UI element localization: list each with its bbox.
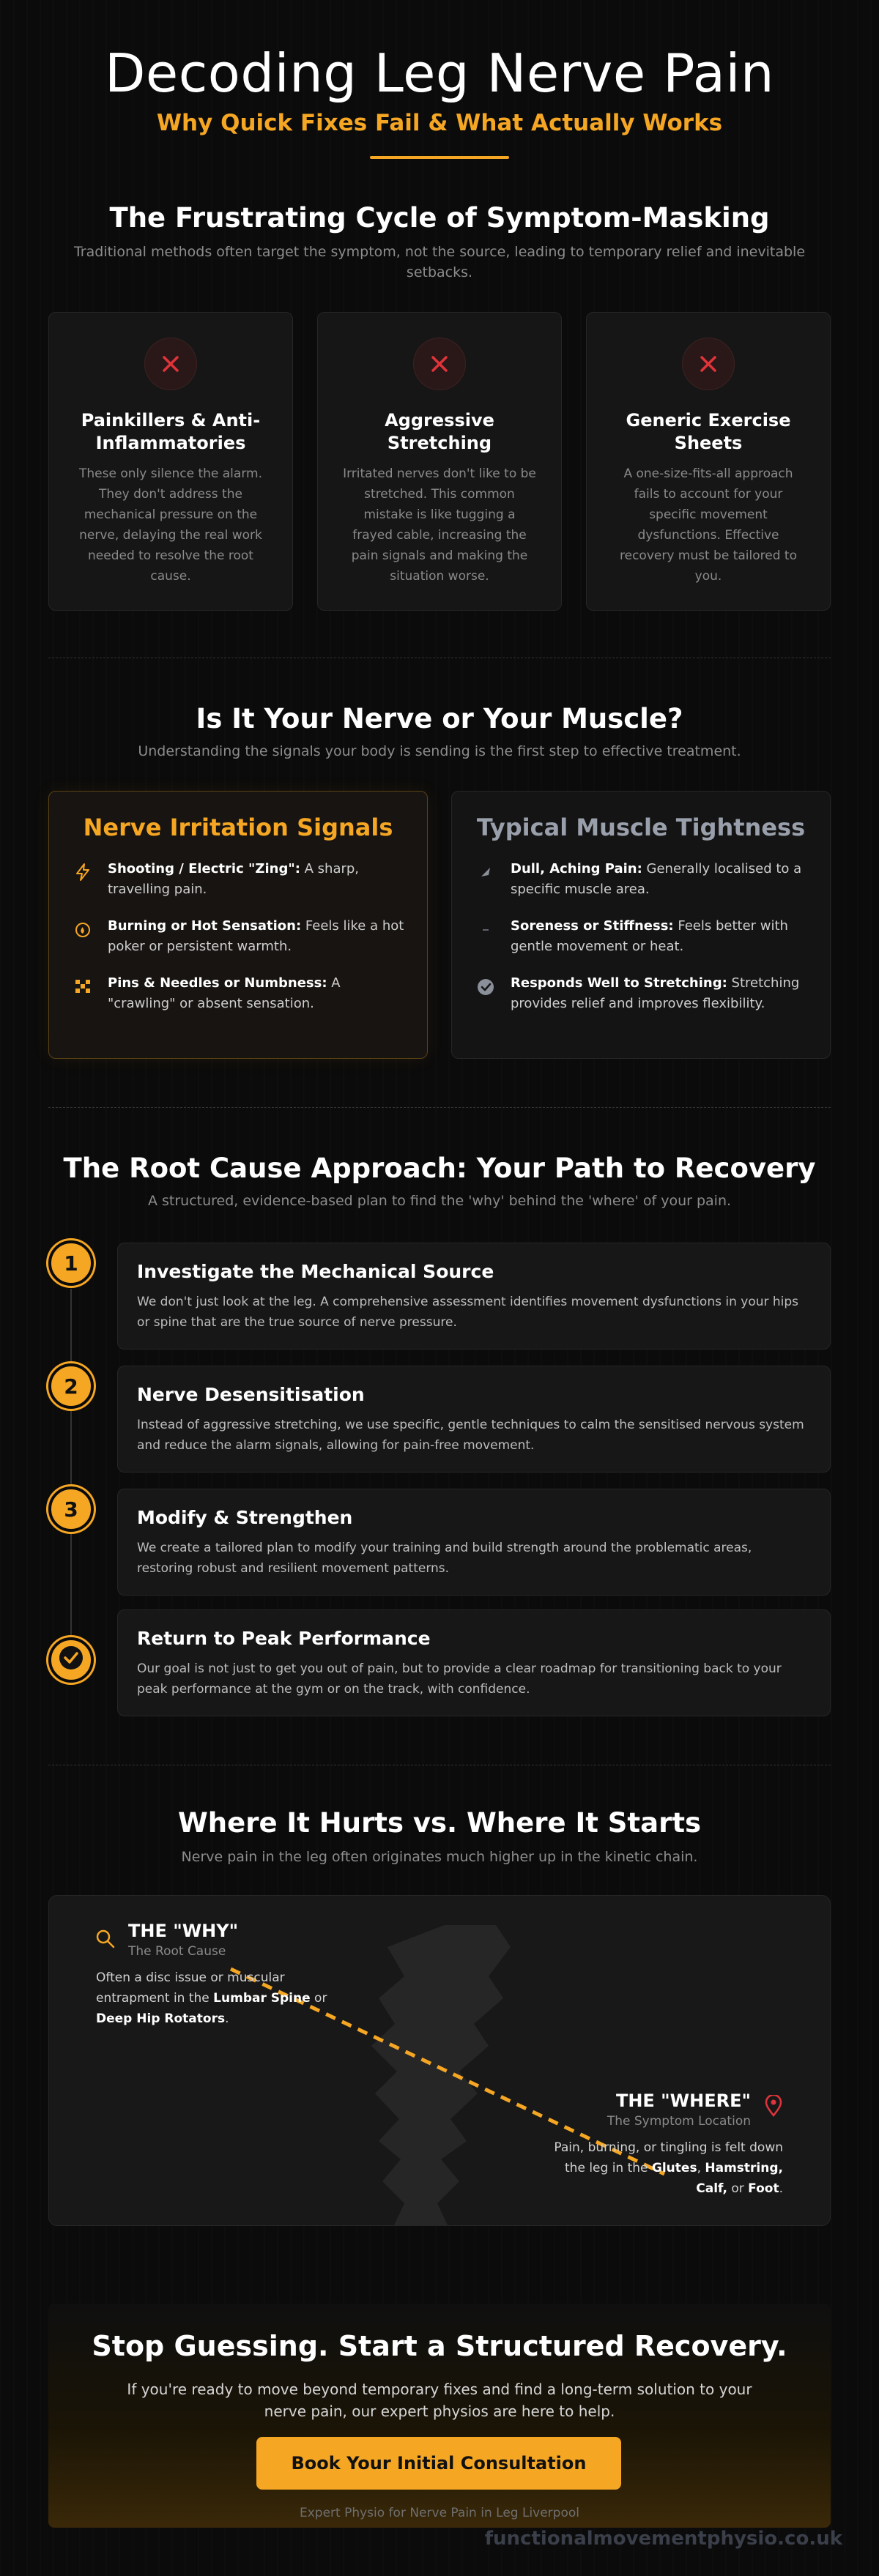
cta-text: If you're ready to move beyond temporary…	[127, 2380, 752, 2420]
cycle-section-subtitle: Traditional methods often target the sym…	[73, 244, 806, 280]
step-text: We don't just look at the leg. A compreh…	[137, 1295, 799, 1330]
signal-text: A "crawling" or absent sensation.	[108, 975, 341, 1011]
site-domain[interactable]: functionalmovementphysio.co.uk	[484, 2528, 842, 2550]
step-badge: 1	[48, 1240, 94, 1286]
approach-section-subtitle: A structured, evidence-based plan to fin…	[147, 1193, 732, 1209]
check-circle-icon	[475, 976, 496, 997]
cycle-card-text: A one-size-fits-all approach fails to ac…	[620, 466, 797, 584]
cycle-section-title: The Frustrating Cycle of Symptom-Masking	[109, 202, 770, 234]
section-divider	[48, 1107, 831, 1108]
cta-panel: Stop Guessing. Start a Structured Recove…	[48, 2304, 831, 2528]
muscle-tightness-panel: Typical Muscle Tightness Dull, Aching Pa…	[451, 791, 831, 1059]
where-heading: THE "WHERE"	[615, 2091, 751, 2111]
cycle-card-title: Aggressive Stretching	[385, 410, 494, 453]
dash-icon	[475, 919, 496, 939]
page-subtitle: Why Quick Fixes Fail & What Actually Wor…	[156, 110, 723, 136]
cycle-card-title: Generic Exercise Sheets	[626, 410, 791, 453]
step-badge-complete	[48, 1637, 94, 1683]
origin-section-title: Where It Hurts vs. Where It Starts	[177, 1807, 702, 1839]
signal-text: A sharp, travelling pain.	[108, 861, 360, 897]
signal-label: Pins & Needles or Numbness:	[108, 975, 327, 991]
step-title: Investigate the Mechanical Source	[137, 1261, 494, 1282]
title-divider	[370, 156, 509, 159]
where-text: Pain, burning, or tingling is felt down …	[554, 2140, 783, 2196]
lightning-icon	[73, 862, 93, 882]
step-card: Return to Peak Performance Our goal is n…	[117, 1609, 831, 1716]
cta-title: Stop Guessing. Start a Structured Recove…	[92, 2330, 787, 2362]
search-icon	[94, 1928, 116, 1953]
origin-section-subtitle: Nerve pain in the leg often originates m…	[181, 1849, 698, 1865]
approach-section-title: The Root Cause Approach: Your Path to Re…	[63, 1153, 816, 1184]
step-card: Investigate the Mechanical Source We don…	[117, 1243, 831, 1350]
why-text: Often a disc issue or muscular entrapmen…	[96, 1970, 327, 2026]
step-card: Modify & Strengthen We create a tailored…	[117, 1489, 831, 1596]
signal-text: Stretching provides relief and improves …	[511, 975, 800, 1011]
page-title: Decoding Leg Nerve Pain	[104, 42, 775, 104]
connection-line	[229, 1967, 666, 2176]
why-heading: THE "WHY"	[128, 1921, 239, 1941]
cta-footer-text: Expert Physio for Nerve Pain in Leg Live…	[299, 2506, 579, 2520]
step-text: Our goal is not just to get you out of p…	[137, 1661, 782, 1697]
dots-grid-icon	[73, 976, 93, 997]
step-text: Instead of aggressive stretching, we use…	[137, 1418, 804, 1453]
x-icon	[144, 338, 197, 390]
cycle-card-stretching: Aggressive Stretching Irritated nerves d…	[317, 312, 562, 611]
nerve-signals-title: Nerve Irritation Signals	[83, 814, 393, 841]
x-icon	[413, 338, 466, 390]
timeline-line	[70, 1289, 72, 1655]
why-subheading: The Root Cause	[128, 1944, 226, 1959]
step-badge: 3	[48, 1486, 94, 1532]
feather-icon	[475, 862, 496, 882]
book-consultation-button[interactable]: Book Your Initial Consultation	[256, 2437, 621, 2490]
step-card: Nerve Desensitisation Instead of aggress…	[117, 1366, 831, 1473]
compare-section-subtitle: Understanding the signals your body is s…	[138, 743, 741, 759]
signal-label: Shooting / Electric "Zing":	[108, 861, 300, 876]
cycle-card-text: Irritated nerves don't like to be stretc…	[343, 466, 536, 584]
step-text: We create a tailored plan to modify your…	[137, 1541, 752, 1576]
muscle-tightness-title: Typical Muscle Tightness	[476, 814, 806, 841]
step-badge: 2	[48, 1363, 94, 1409]
fire-icon	[73, 919, 93, 939]
step-title: Modify & Strengthen	[137, 1507, 353, 1528]
signal-label: Soreness or Stiffness:	[511, 918, 674, 934]
signal-text: Feels better with gentle movement or hea…	[511, 918, 788, 954]
compare-section-title: Is It Your Nerve or Your Muscle?	[196, 703, 683, 734]
cycle-card-exercise-sheets: Generic Exercise Sheets A one-size-fits-…	[586, 312, 831, 611]
cycle-card-text: These only silence the alarm. They don't…	[79, 466, 262, 584]
location-pin-icon	[764, 2093, 783, 2120]
cycle-card-title: Painkillers & Anti-Inflammatories	[81, 410, 261, 453]
signal-label: Burning or Hot Sensation:	[108, 918, 302, 934]
x-icon	[682, 338, 735, 390]
spine-silhouette	[229, 1925, 666, 2225]
step-title: Nerve Desensitisation	[137, 1384, 365, 1405]
step-title: Return to Peak Performance	[137, 1628, 431, 1649]
signal-text: Generally localised to a specific muscle…	[511, 861, 802, 897]
where-subheading: The Symptom Location	[607, 2114, 751, 2129]
nerve-signals-panel: Nerve Irritation Signals Shooting / Elec…	[48, 791, 428, 1059]
signal-label: Dull, Aching Pain:	[511, 861, 642, 876]
checkmark-icon	[58, 1645, 84, 1676]
pain-origin-diagram: THE "WHY" The Root Cause Often a disc is…	[48, 1895, 831, 2226]
cycle-card-painkillers: Painkillers & Anti-Inflammatories These …	[48, 312, 293, 611]
signal-label: Responds Well to Stretching:	[511, 975, 727, 991]
signal-text: Feels like a hot poker or persistent war…	[108, 918, 404, 954]
